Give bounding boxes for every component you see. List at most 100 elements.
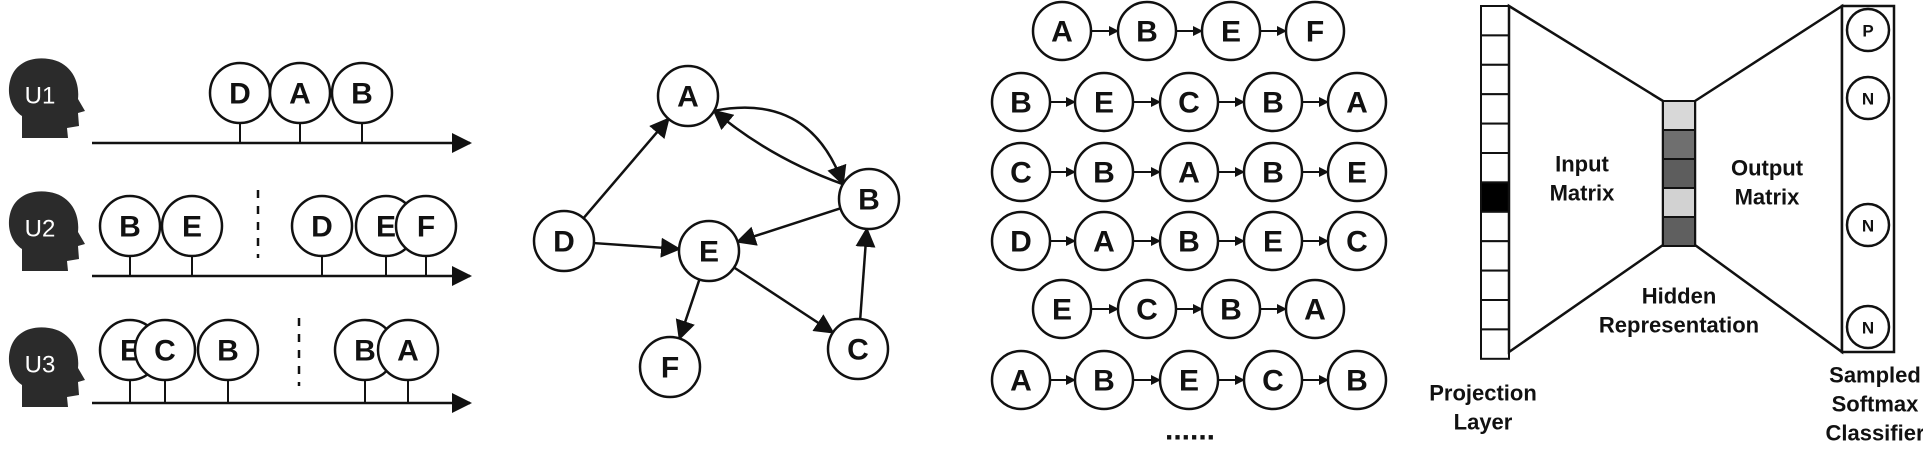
node-label: F: [417, 211, 435, 244]
node-label: C: [154, 335, 176, 368]
node-circle: [1116, 0, 1178, 62]
hidden-unit: [1662, 129, 1696, 160]
node-circle: [1031, 278, 1093, 340]
node-label: A: [1051, 16, 1073, 49]
node-label: C: [1346, 226, 1368, 259]
node-label: E: [376, 211, 396, 244]
node-label: A: [1346, 87, 1368, 120]
timeline-event-node: D: [290, 194, 354, 258]
node-label: A: [397, 335, 419, 368]
node-circle: [1200, 278, 1262, 340]
node-circle: [990, 349, 1052, 411]
node-circle: [1284, 0, 1346, 62]
node-circle: [1284, 278, 1346, 340]
node-circle: [1242, 210, 1304, 272]
node-circle: [98, 194, 162, 258]
walk-node: B: [1073, 141, 1135, 203]
projection-cell: [1480, 299, 1510, 331]
timeline-event-node: A: [376, 318, 440, 382]
node-circle: [160, 194, 224, 258]
node-label: B: [119, 211, 141, 244]
user-head-icon: [8, 58, 85, 138]
output-node: N: [1845, 304, 1891, 350]
timeline-event-node: B: [330, 61, 394, 125]
projection-cell: [1480, 152, 1510, 184]
node-label: E: [1179, 365, 1199, 398]
node-label: D: [553, 226, 575, 259]
softmax-label: Classifier: [1825, 421, 1923, 446]
timeline-event-node: B: [98, 194, 162, 258]
node-circle: [1073, 349, 1135, 411]
node-circle: [376, 318, 440, 382]
node-label: A: [289, 78, 311, 111]
hidden-representation-label: Representation: [1599, 313, 1759, 338]
node-circle: [532, 209, 596, 273]
walk-node: E: [1031, 278, 1093, 340]
node-label: A: [1304, 294, 1326, 327]
skipgram-model-panel: PNNNInputMatrixOutputMatrixHiddenReprese…: [1429, 3, 1923, 446]
projection-layer-label: Layer: [1454, 410, 1513, 435]
node-label: C: [1136, 294, 1158, 327]
node-circle: [990, 71, 1052, 133]
node-circle: [268, 61, 332, 125]
node-circle: [1158, 141, 1220, 203]
timeline-event-node: A: [268, 61, 332, 125]
node-circle: [677, 219, 741, 283]
node-label: C: [847, 334, 869, 367]
projection-cell: [1480, 5, 1510, 37]
node-label: D: [1010, 226, 1032, 259]
input-matrix-label: Matrix: [1550, 181, 1616, 206]
projection-cell: [1480, 269, 1510, 302]
node-label: B: [1262, 157, 1284, 190]
graph-edge: [855, 226, 876, 320]
graph-edge: [733, 266, 835, 334]
node-circle: [1031, 0, 1093, 62]
node-label: B: [1093, 365, 1115, 398]
walk-node: B: [1158, 210, 1220, 272]
walk-node: E: [1326, 141, 1388, 203]
walk-node: B: [1073, 349, 1135, 411]
node-circle: [1326, 141, 1388, 203]
node-circle: [1073, 210, 1135, 272]
node-circle: [1242, 71, 1304, 133]
walk-node: C: [1158, 71, 1220, 133]
node-label: A: [1178, 157, 1200, 190]
node-label: E: [1347, 157, 1367, 190]
graph-node: E: [677, 219, 741, 283]
output-node: N: [1845, 75, 1891, 121]
projection-cell: [1480, 181, 1510, 213]
walk-node: A: [1158, 141, 1220, 203]
projection-cell: [1480, 328, 1510, 360]
timeline-event-node: F: [394, 194, 458, 258]
node-label: B: [1220, 294, 1242, 327]
graph-edge: [735, 207, 841, 246]
output-node: P: [1845, 7, 1891, 53]
node-label: B: [1093, 157, 1115, 190]
node-label: B: [1346, 365, 1368, 398]
hidden-unit: [1662, 187, 1696, 218]
projection-cell: [1480, 122, 1510, 154]
projection-cell: [1480, 93, 1510, 125]
output-matrix-label: Output: [1731, 156, 1804, 181]
walk-node: C: [1116, 278, 1178, 340]
walk-node: A: [1284, 278, 1346, 340]
projection-layer-label: Projection: [1429, 381, 1537, 406]
timeline-event-node: B: [333, 318, 397, 382]
node-circle: [1116, 278, 1178, 340]
node-label: C: [1010, 157, 1032, 190]
node-circle: [394, 194, 458, 258]
walk-node: A: [990, 349, 1052, 411]
graph-edge: [675, 279, 701, 341]
walk-node: F: [1284, 0, 1346, 62]
node-label: P: [1862, 22, 1873, 41]
node-circle: [1073, 141, 1135, 203]
node-label: B: [217, 335, 239, 368]
